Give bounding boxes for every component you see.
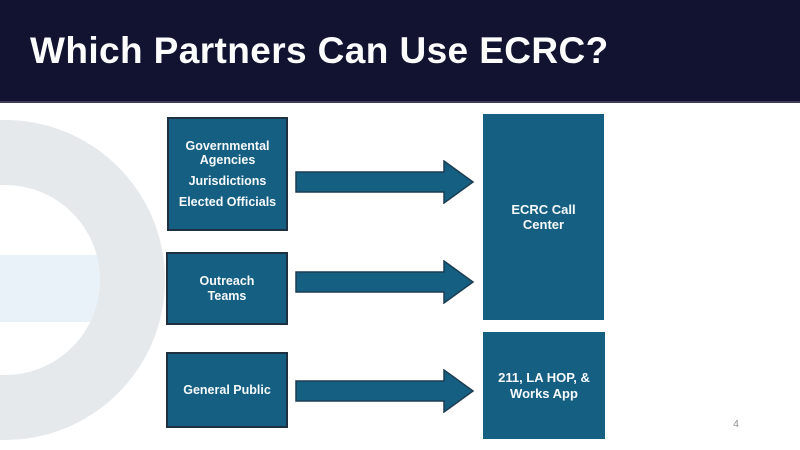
box-governmental-agencies-line: Elected Officials [178,194,277,209]
arrow-public-to-apps [295,369,475,413]
slide-title: Which Partners Can Use ECRC? [30,30,609,71]
title-bar: Which Partners Can Use ECRC? [0,0,800,103]
background-ring [0,120,165,440]
box-general-public-label: General Public [183,382,271,397]
background-stripe [0,255,100,322]
arrow-outreach-to-ecrc [295,260,475,304]
box-outreach-teams: Outreach Teams [166,252,288,325]
box-governmental-agencies-line: Jurisdictions [188,174,267,188]
box-ecrc-call-center-label: ECRC Call Center [511,201,576,232]
page-number: 4 [733,418,739,430]
box-governmental-agencies-line: Governmental Agencies [185,138,270,168]
box-211-la-hop-works-app-label: 211, LA HOP, & Works App [498,370,590,401]
box-general-public: General Public [166,352,288,428]
box-211-la-hop-works-app: 211, LA HOP, & Works App [483,332,605,439]
box-governmental-agencies: Governmental Agencies Jurisdictions Elec… [167,117,288,231]
box-ecrc-call-center: ECRC Call Center [483,114,604,320]
box-outreach-teams-label: Outreach Teams [199,273,255,303]
arrow-gov-to-ecrc [295,160,475,204]
